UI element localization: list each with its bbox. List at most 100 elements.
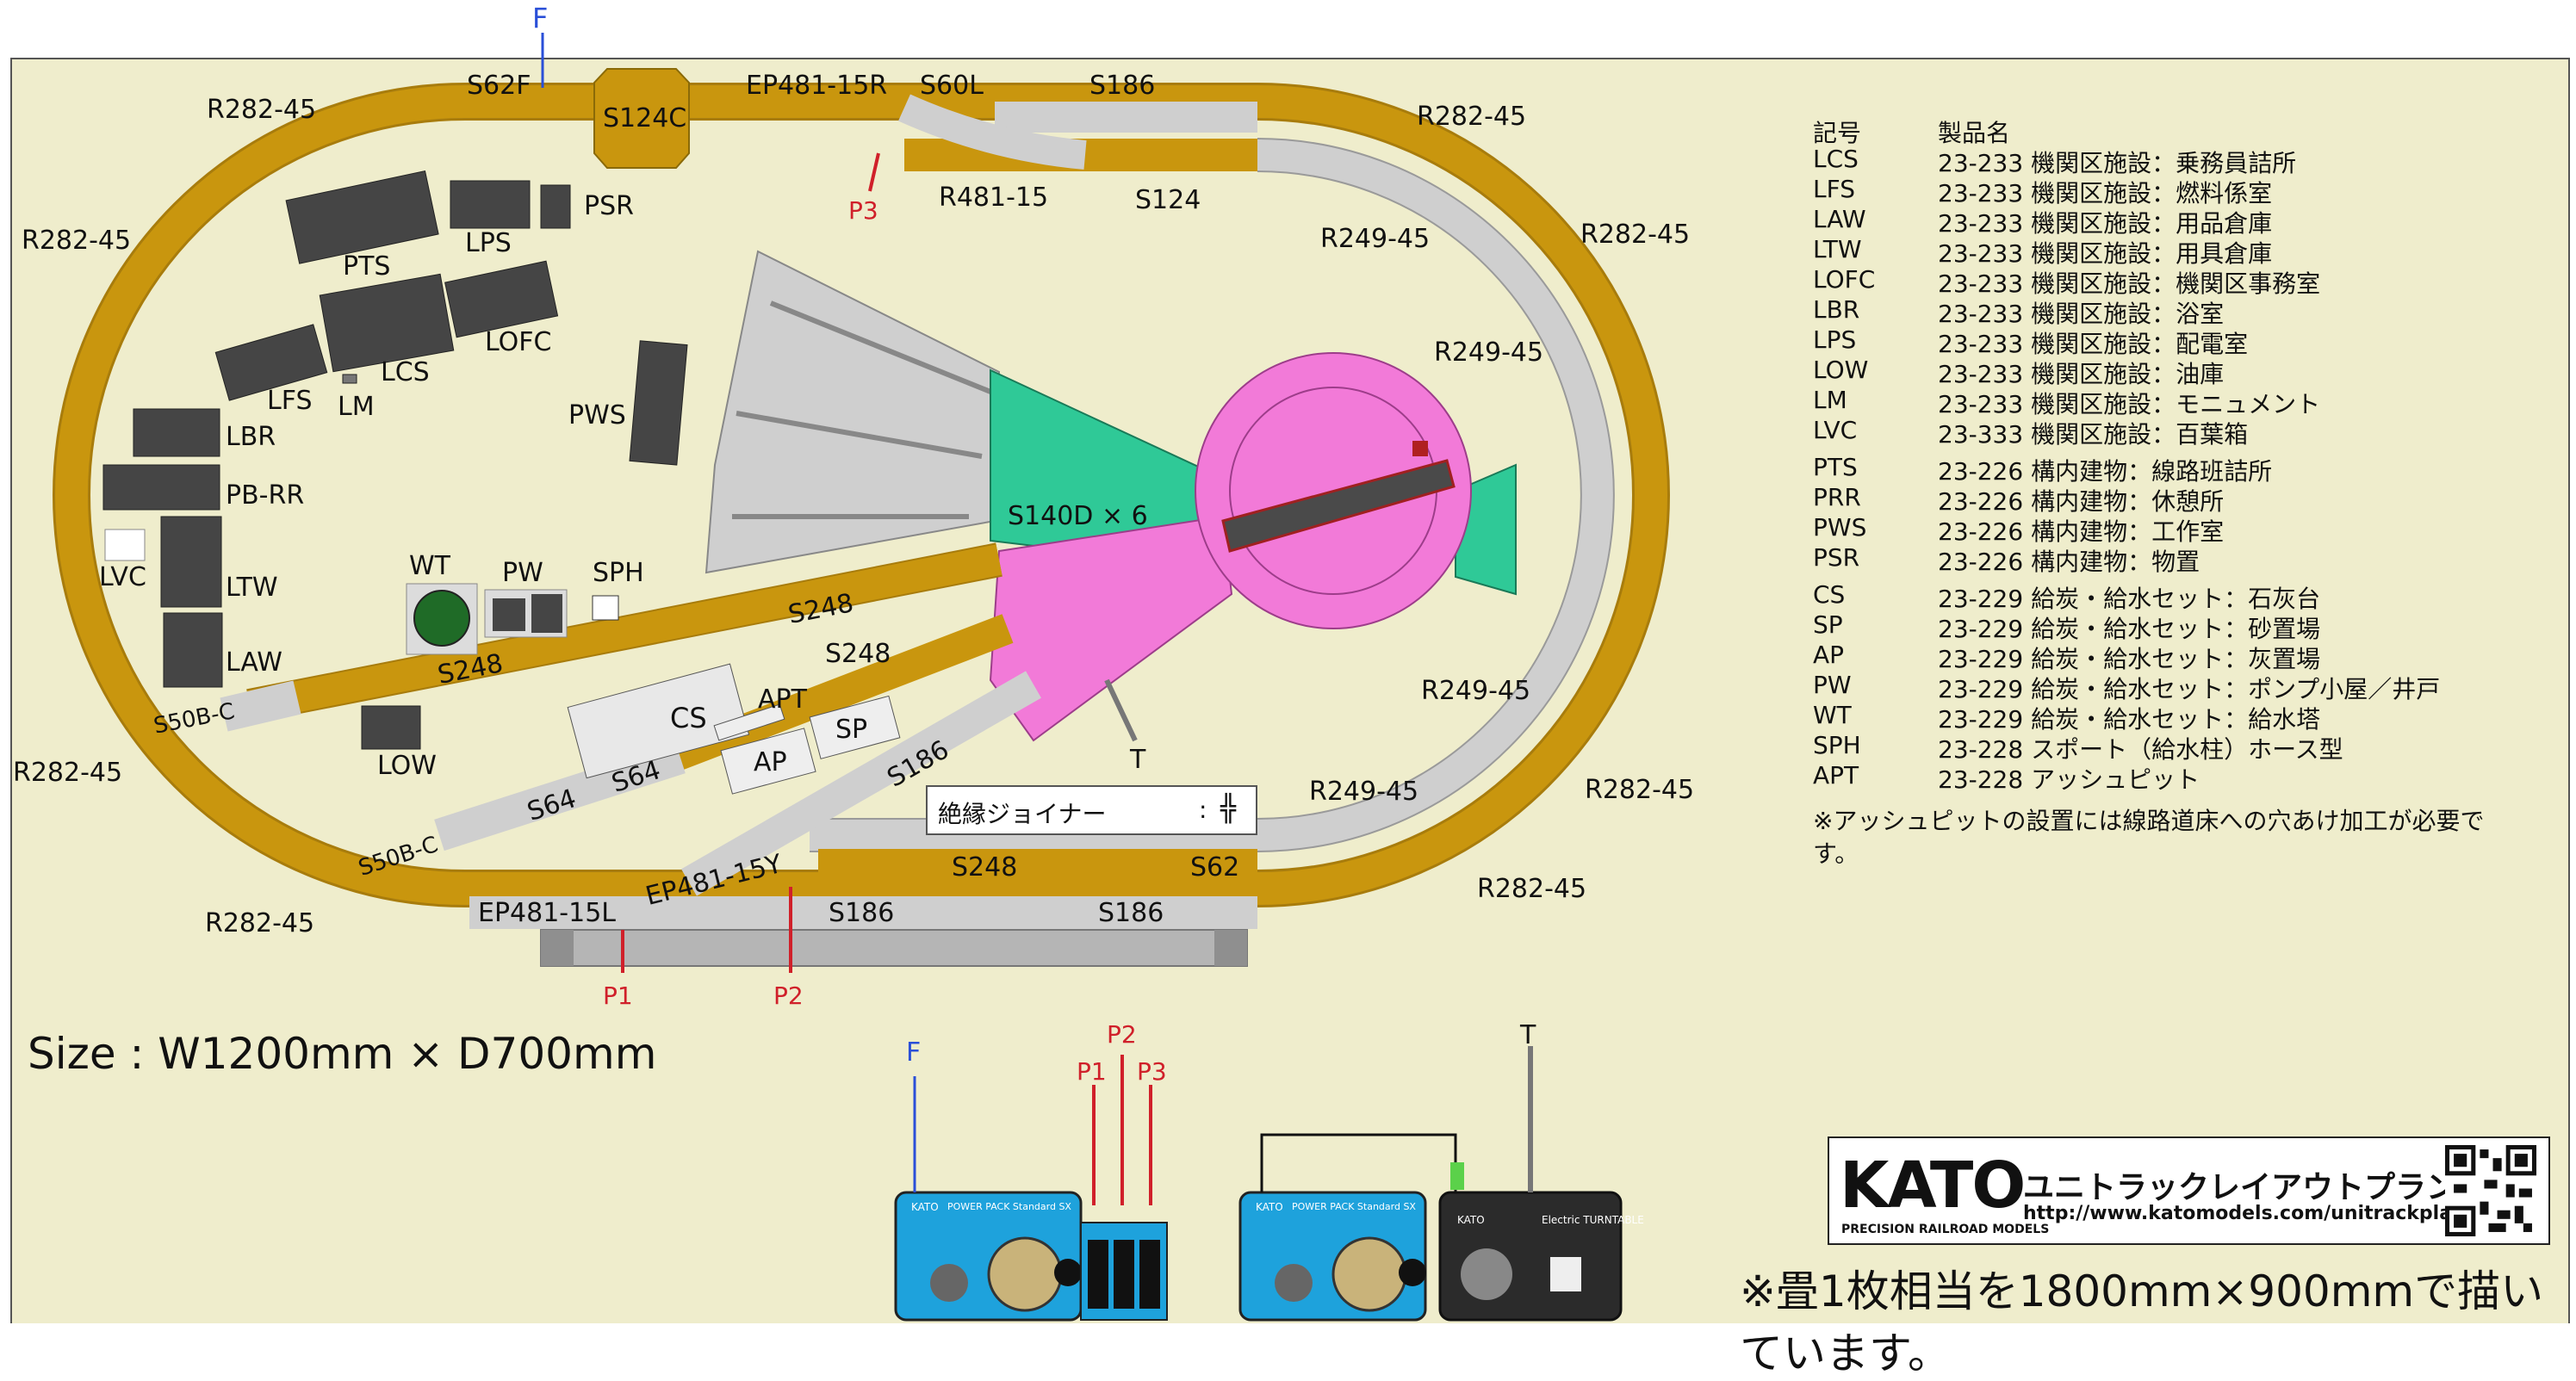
legend-name: 23-333 機関区施設：百葉箱 xyxy=(1938,420,2249,449)
legend-code: LCS xyxy=(1813,145,1859,173)
power-pack-1 xyxy=(894,1191,1083,1322)
track-label-r249-3: R249-45 xyxy=(1421,676,1531,706)
legend-code: LPS xyxy=(1813,325,1857,354)
outer-loop-track xyxy=(55,85,1667,905)
track-label-s186-b2: S186 xyxy=(1098,898,1164,928)
legend-header-code: 記号 xyxy=(1813,119,1862,147)
feeder-label-p1: P1 xyxy=(603,982,633,1010)
kato-logo: KATO xyxy=(1840,1149,2026,1223)
track-label-r481-15: R481-15 xyxy=(939,183,1049,213)
legend-code: WT xyxy=(1813,701,1852,729)
track-label-r282-r1: R282-45 xyxy=(1580,220,1691,250)
yard-fan xyxy=(705,250,1001,574)
building-lbr xyxy=(133,408,220,457)
building-cs xyxy=(567,663,750,779)
legend-code: SP xyxy=(1813,610,1843,639)
legend-name: 23-228 アッシュピット xyxy=(1938,765,2200,794)
power-pack-2-name: POWER PACK Standard SX xyxy=(1292,1201,1416,1212)
building-wt xyxy=(413,590,470,647)
feeder-label-p3: P3 xyxy=(848,196,878,225)
track-label-r249-4: R249-45 xyxy=(1309,777,1419,807)
legend-name: 23-233 機関区施設：燃料係室 xyxy=(1938,179,2273,207)
platform-end-left xyxy=(541,930,574,966)
track-label-ep481-15l: EP481-15L xyxy=(478,898,617,928)
legend-code: PTS xyxy=(1813,453,1858,481)
legend-code: SPH xyxy=(1813,731,1861,759)
layout-plan xyxy=(10,33,2570,1323)
building-label-cs: CS xyxy=(670,702,707,734)
legend-header-name: 製品名 xyxy=(1938,119,2011,147)
switch-box-1 xyxy=(1080,1222,1168,1321)
legend-name: 23-226 構内建物：線路班詰所 xyxy=(1938,457,2273,486)
legend-code: LVC xyxy=(1813,416,1858,444)
controller-label-p2: P2 xyxy=(1107,1020,1137,1049)
building-apt xyxy=(713,703,785,741)
yard-siding-2 xyxy=(736,411,983,459)
building-label-pb-rr: PB-RR xyxy=(226,480,305,511)
inner-loop-track xyxy=(810,139,1613,851)
building-label-sp: SP xyxy=(835,715,868,745)
t-turntable-cable xyxy=(1104,678,1138,742)
platform-end-right xyxy=(1214,930,1247,966)
turntable-approach xyxy=(989,515,1233,742)
track-label-s124: S124 xyxy=(1135,185,1201,215)
legend-name: 23-233 機関区施設：用品倉庫 xyxy=(1938,209,2273,238)
building-label-psr: PSR xyxy=(584,191,634,221)
yard-siding-1 xyxy=(769,300,992,394)
building-sp xyxy=(809,695,901,759)
feeder-label-p2: P2 xyxy=(773,982,804,1010)
track-label-s248-c: S248 xyxy=(825,639,891,669)
legend-code: LM xyxy=(1813,386,1847,414)
building-label-lfs: LFS xyxy=(267,386,313,416)
legend-name: 23-233 機関区施設：配電室 xyxy=(1938,330,2249,358)
track-label-s60l: S60L xyxy=(920,71,984,101)
track-label-r282-tl: R282-45 xyxy=(207,95,317,125)
power-pack-1-brand: KATO xyxy=(911,1201,939,1213)
s64-tracks xyxy=(434,741,686,852)
s124c-crossing xyxy=(593,68,690,169)
controller-label-f: F xyxy=(906,1037,922,1068)
building-label-sph: SPH xyxy=(593,558,644,588)
legend-code: LOW xyxy=(1813,356,1869,384)
s50bc-upper xyxy=(220,680,301,732)
legend-code: LFS xyxy=(1813,175,1855,203)
insulated-joiner-icon: ╬ xyxy=(1220,794,1237,824)
legend-code: LAW xyxy=(1813,205,1866,233)
legend-name: 23-228 スポート（給水柱）ホース型 xyxy=(1938,735,2343,764)
building-label-apt: APT xyxy=(758,684,807,715)
legend-name: 23-229 給炭・給水セット：石灰台 xyxy=(1938,585,2321,613)
legend-note: ※アッシュピットの設置には線路道床への穴あけ加工が必要です。 xyxy=(1813,807,2485,868)
feeder-label-t: T xyxy=(1130,745,1146,775)
kato-url: http://www.katomodels.com/unitrackplan/ xyxy=(2023,1203,2473,1224)
building-label-pw: PW xyxy=(502,558,543,588)
building-law xyxy=(163,612,223,688)
building-ap xyxy=(720,728,816,795)
legend-name: 23-233 機関区施設：用具倉庫 xyxy=(1938,239,2273,268)
legend-name: 23-226 構内建物：工作室 xyxy=(1938,517,2225,546)
building-pw-well xyxy=(531,594,562,633)
track-label-s62f: S62F xyxy=(467,71,531,101)
turntable-operator-hut xyxy=(1412,441,1428,456)
layout-size: Size : W1200mm × D700mm xyxy=(28,1029,657,1079)
legend-code: CS xyxy=(1813,580,1846,609)
scale-note: ※畳1枚相当を1800mm×900mmで描いています。 xyxy=(1740,1266,2544,1378)
legend-name: 23-233 機関区施設：モニュメント xyxy=(1938,390,2321,418)
building-sph xyxy=(592,595,619,621)
building-lfs xyxy=(214,324,328,401)
track-label-s186-top: S186 xyxy=(1089,71,1156,101)
legend-code: APT xyxy=(1813,761,1859,790)
turntable-link-plug xyxy=(1450,1162,1464,1190)
controller-label-p1: P1 xyxy=(1077,1057,1107,1086)
building-label-lbr: LBR xyxy=(226,422,276,452)
legend-code: PRR xyxy=(1813,483,1861,511)
building-lm xyxy=(342,374,357,384)
legend-code: PW xyxy=(1813,671,1852,699)
legend-name: 23-229 給炭・給水セット：灰置場 xyxy=(1938,645,2321,673)
legend-name: 23-226 構内建物：休憩所 xyxy=(1938,487,2225,516)
track-label-s248-d: S248 xyxy=(952,852,1018,882)
building-pts xyxy=(285,170,439,264)
track-label-r282-l1: R282-45 xyxy=(22,226,132,256)
building-pws xyxy=(629,340,688,466)
legend-code: PSR xyxy=(1813,543,1860,572)
turntable-controller-name: Electric TURNTABLE xyxy=(1542,1214,1644,1226)
